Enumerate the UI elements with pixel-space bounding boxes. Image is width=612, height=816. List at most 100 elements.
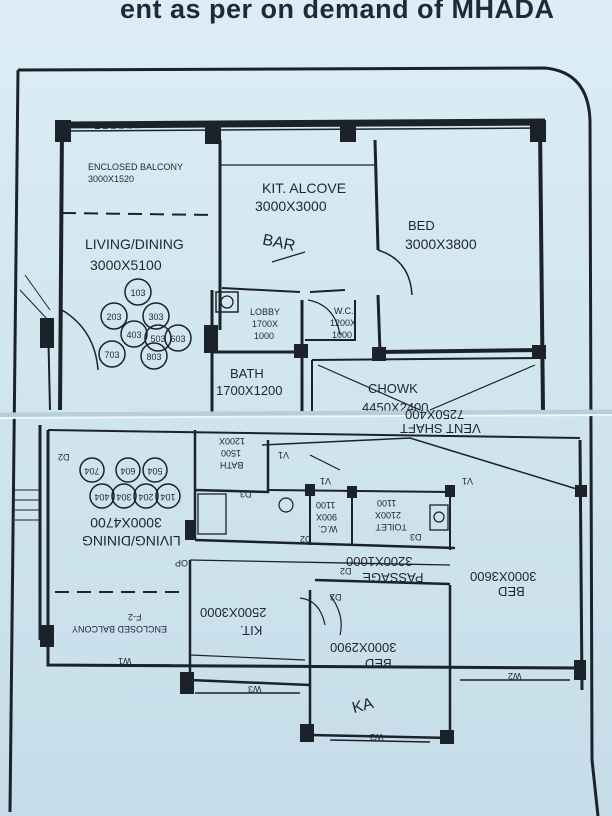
sheet-heading: ent as per on demand of MHADA	[120, 0, 555, 24]
upper-lobby-size-b: 1000	[254, 331, 274, 341]
upper-bath-size: 1700X1200	[216, 383, 283, 398]
window-tag: V1	[462, 476, 473, 486]
kit-alcove-name: KIT. ALCOVE	[262, 180, 346, 196]
lower-bed-bottom-size: 3000X2900	[330, 640, 397, 655]
lower-bath-name: BATH	[220, 460, 243, 470]
door-tag: OP	[175, 558, 188, 568]
flat-circle: 103	[124, 278, 152, 306]
flat-circle: 703	[98, 340, 126, 368]
window-tag: W3	[248, 684, 262, 694]
window-tag: W1	[118, 656, 132, 666]
lower-flat-numbers: 104 204 304 404 504 604 704	[79, 457, 181, 509]
upper-bed-name: BED	[408, 218, 435, 233]
svg-text:303: 303	[148, 312, 163, 322]
bar-note: BAR	[261, 231, 297, 254]
toilet-size-b: 1100	[377, 498, 396, 508]
upper-plan	[19, 118, 546, 415]
flat-circle: 304	[111, 483, 137, 509]
svg-text:203: 203	[106, 312, 121, 322]
upper-lobby-size-a: 1700X	[252, 319, 278, 329]
svg-text:403: 403	[126, 330, 141, 340]
lower-balcony-code: F-2	[128, 612, 142, 622]
flat-circle: 104	[155, 483, 181, 509]
flat-circle: 503	[144, 324, 172, 352]
passage-size: 3200X1000	[346, 554, 413, 569]
lower-living-name: LIVING/DINING	[82, 533, 181, 549]
svg-text:304: 304	[116, 492, 131, 502]
upper-living-size: 3000X5100	[90, 257, 162, 273]
svg-text:404: 404	[94, 492, 109, 502]
bar-underline	[271, 251, 306, 263]
upper-columns	[40, 120, 546, 361]
svg-text:603: 603	[170, 334, 185, 344]
vent-shaft-name: VENT SHAFT	[400, 421, 481, 436]
door-tags: D2 D2 D3 D3 D2 D2 OP	[58, 452, 422, 602]
svg-text:103: 103	[130, 288, 145, 298]
paper-seam	[0, 409, 612, 418]
svg-text:104: 104	[160, 492, 175, 502]
flat-circle: 303	[142, 302, 170, 330]
window-tags: V1 V1 V1 W1 W3 W2 W2	[118, 450, 522, 742]
upper-living-name: LIVING/DINING	[85, 236, 184, 252]
flat-circle: 704	[79, 457, 105, 483]
toilet-size-a: 2100X	[375, 510, 401, 520]
lower-wc-name: W.C.	[318, 524, 338, 534]
lower-plan	[15, 425, 584, 743]
svg-text:204: 204	[138, 492, 153, 502]
flat-circle: 603	[164, 324, 192, 352]
door-tag: D2	[300, 534, 312, 544]
passage-name: PASSAGE	[362, 570, 424, 585]
lower-kit-name: KIT.	[240, 623, 262, 638]
lower-wc-size-b: 1100	[316, 500, 335, 510]
outer-frame	[8, 66, 600, 816]
toilet-name: TOILET	[375, 522, 407, 532]
kit-alcove-size: 3000X3000	[255, 198, 327, 214]
lower-columns	[40, 484, 587, 744]
upper-wc-size-b: 1000	[332, 330, 352, 340]
flat-circle: 504	[142, 457, 168, 483]
window-tag: W2	[370, 732, 384, 742]
flat-circle: 803	[140, 342, 168, 370]
svg-text:604: 604	[120, 466, 135, 476]
lower-living-size: 3000X4700	[90, 515, 162, 531]
upper-wc-size-a: 1200X	[330, 318, 356, 328]
lower-bed-right-name: BED	[498, 584, 525, 599]
door-tag: D2	[340, 566, 352, 576]
upper-bath-name: BATH	[230, 366, 264, 381]
lower-kit-size: 2500X3000	[200, 605, 267, 620]
door-tag: D3	[240, 489, 252, 499]
svg-text:503: 503	[150, 334, 165, 344]
lower-bath-size-b: 1200X	[219, 436, 245, 446]
upper-balcony-size: 3000X1520	[88, 174, 134, 184]
svg-text:704: 704	[84, 466, 99, 476]
upper-lobby-name: LOBBY	[250, 307, 280, 317]
door-tag: D2	[330, 592, 342, 602]
door-tag: D2	[58, 452, 70, 462]
flat-circle: 604	[115, 457, 141, 483]
door-tag: D3	[410, 532, 422, 542]
vent-shaft-size: 7250X400	[405, 407, 464, 422]
svg-text:504: 504	[147, 466, 162, 476]
upper-wc-name: W.C.	[334, 306, 354, 316]
flat-circle: 403	[120, 320, 148, 348]
chowk-name: CHOWK	[368, 381, 418, 396]
svg-text:803: 803	[146, 352, 161, 362]
upper-bed-size: 3000X3800	[405, 236, 477, 252]
lower-handwritten-note: KA	[350, 695, 375, 717]
lower-bed-bottom-name: BED	[365, 656, 392, 671]
window-tag: W2	[508, 671, 522, 681]
window-tag: V1	[278, 450, 289, 460]
lower-bed-right-size: 3000X3600	[470, 569, 537, 584]
lower-wc-size-a: 900X	[316, 512, 337, 522]
svg-text:703: 703	[104, 350, 119, 360]
lower-bath-size-a: 1500	[221, 448, 241, 458]
upper-balcony-name: ENCLOSED BALCONY	[88, 162, 183, 172]
lower-balcony-name: ENCLOSED BALCONY	[72, 624, 167, 634]
flat-circle: 203	[100, 302, 128, 330]
flat-circle: 204	[133, 483, 159, 509]
flat-circle: 404	[89, 483, 115, 509]
paper-seam-edge	[0, 414, 612, 419]
upper-flat-numbers: 103 203 303 403 503 603 703 803	[98, 278, 192, 370]
window-tag: V1	[320, 476, 331, 486]
